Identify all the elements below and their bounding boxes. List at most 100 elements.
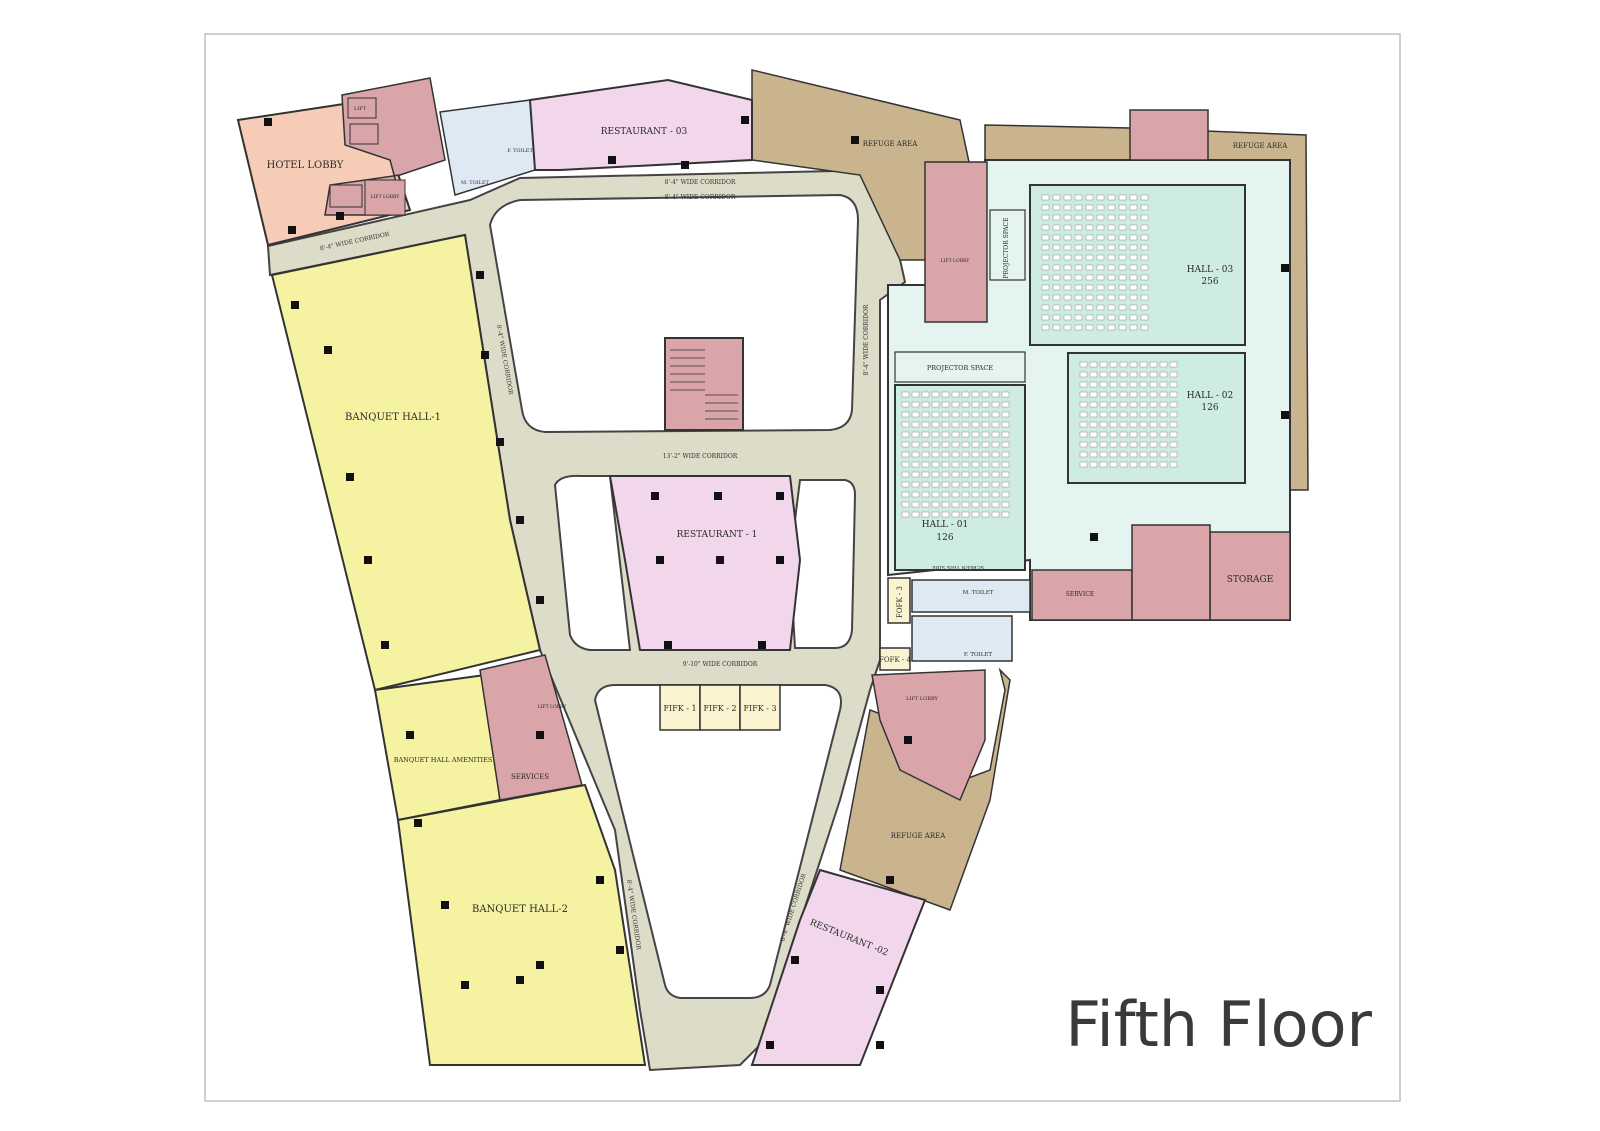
refuge-area-top-label: REFUGE AREA: [863, 140, 918, 148]
seat: [911, 481, 920, 488]
seat: [1074, 314, 1083, 321]
seat: [1099, 371, 1108, 378]
column: [364, 556, 372, 564]
seat: [1129, 294, 1138, 301]
seat: [1169, 361, 1178, 368]
seat: [1118, 194, 1127, 201]
lift-box-2: [349, 123, 379, 145]
seat: [1129, 224, 1138, 231]
seat: [931, 451, 940, 458]
seat: [901, 421, 910, 428]
seat: [1119, 361, 1128, 368]
column: [414, 819, 422, 827]
seat: [1074, 224, 1083, 231]
seat: [941, 431, 950, 438]
seat: [991, 481, 1000, 488]
seat: [961, 441, 970, 448]
seat: [1119, 431, 1128, 438]
seat: [1099, 451, 1108, 458]
corridor-right-vertical-label: 8'-4" WIDE CORRIDOR: [863, 304, 870, 375]
seat: [1089, 401, 1098, 408]
seat: [1129, 244, 1138, 251]
seat: [1169, 431, 1178, 438]
void-mid-left: [553, 474, 632, 651]
seat: [1118, 314, 1127, 321]
seat: [901, 481, 910, 488]
seat: [1140, 194, 1149, 201]
seat: [1079, 431, 1088, 438]
seat: [1107, 304, 1116, 311]
fofk-4-label: FOFK - 4: [879, 656, 911, 664]
seat: [1085, 314, 1094, 321]
seat: [1118, 224, 1127, 231]
m-toilet-box: [911, 579, 1031, 613]
seat: [1096, 264, 1105, 271]
seat: [1140, 234, 1149, 241]
lift-lobby-2-label: LIFT LOBBY: [941, 258, 971, 264]
seat: [1159, 371, 1168, 378]
seat: [1001, 481, 1010, 488]
seat: [961, 481, 970, 488]
seat: [1140, 224, 1149, 231]
seat: [1119, 371, 1128, 378]
seat: [981, 511, 990, 518]
seat: [1063, 324, 1072, 331]
seat: [1149, 361, 1158, 368]
seat: [1149, 391, 1158, 398]
seat: [1140, 204, 1149, 211]
seat: [901, 501, 910, 508]
seat: [1129, 314, 1138, 321]
seat: [1099, 381, 1108, 388]
seat: [1001, 411, 1010, 418]
column: [346, 473, 354, 481]
seat: [1001, 451, 1010, 458]
seat: [1041, 214, 1050, 221]
seat: [931, 471, 940, 478]
seat: [1074, 324, 1083, 331]
seat: [1096, 234, 1105, 241]
seat: [901, 491, 910, 498]
column: [791, 956, 799, 964]
seat: [991, 441, 1000, 448]
column: [1281, 411, 1289, 419]
seat: [1089, 421, 1098, 428]
seat: [1052, 274, 1061, 281]
seat: [1109, 461, 1118, 468]
seat: [1159, 361, 1168, 368]
column: [681, 161, 689, 169]
seat: [921, 441, 930, 448]
seat: [961, 501, 970, 508]
seat: [1129, 421, 1138, 428]
seat: [1119, 451, 1128, 458]
seat: [1129, 264, 1138, 271]
seat: [901, 441, 910, 448]
seat: [941, 471, 950, 478]
seat: [951, 401, 960, 408]
seat: [1001, 501, 1010, 508]
seat: [971, 491, 980, 498]
seat: [1063, 194, 1072, 201]
seat: [1099, 361, 1108, 368]
seat: [1169, 451, 1178, 458]
seat: [921, 451, 930, 458]
lift-box-3: [329, 184, 363, 208]
seat: [901, 401, 910, 408]
seat: [1107, 294, 1116, 301]
seat: [981, 491, 990, 498]
lift-lobby-4-label: LIFT LOBBY: [538, 704, 568, 710]
seat: [1109, 421, 1118, 428]
lift-box-1: [347, 97, 377, 119]
seat: [1169, 371, 1178, 378]
m-toilet-top-label: M. TOILET: [461, 180, 490, 186]
seat: [971, 481, 980, 488]
seat: [1169, 441, 1178, 448]
seat: [981, 471, 990, 478]
seat: [951, 491, 960, 498]
fifk-1-label: FIFK - 1: [663, 704, 696, 713]
banquet-hall-2: [396, 783, 647, 1066]
seat: [1139, 431, 1148, 438]
seat: [931, 481, 940, 488]
seat: [941, 401, 950, 408]
seat: [901, 411, 910, 418]
